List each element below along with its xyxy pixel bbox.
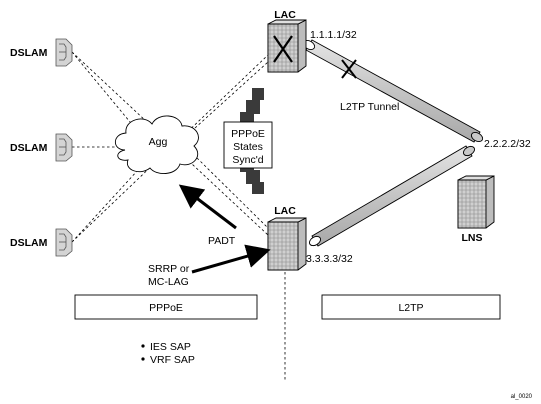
sync-block	[252, 88, 264, 100]
lns: LNS 2.2.2.2/32	[457, 138, 531, 244]
padt-arrow	[178, 184, 237, 230]
link-dslam-top-agg	[71, 51, 136, 129]
figure-id: al_0020	[511, 394, 533, 400]
tunnel-top	[302, 39, 484, 143]
pppoe-states-line3: Sync'd	[232, 154, 263, 166]
agg-label: Agg	[149, 136, 168, 148]
pppoe-sync-graphic	[223, 88, 273, 194]
lac-bottom-address: 3.3.3.3/32	[306, 253, 353, 265]
sync-block	[246, 100, 260, 114]
padt-label: PADT	[208, 235, 236, 247]
bullet-vrf: VRF SAP	[150, 354, 195, 366]
x-mark-icon	[273, 35, 293, 63]
link-agg-lac-bottom	[196, 157, 269, 229]
router-chassis-icon	[267, 217, 307, 271]
dslam-bottom: DSLAM	[10, 228, 73, 257]
lac-bottom: LAC 3.3.3.3/32	[267, 205, 353, 271]
cloud-icon	[114, 115, 199, 174]
dslam-mid-label: DSLAM	[10, 142, 48, 154]
link-agg-lac-top	[194, 61, 269, 129]
l2tp-box: L2TP	[321, 294, 501, 320]
pppoe-states-line1: PPPoE	[231, 128, 265, 140]
lns-address: 2.2.2.2/32	[484, 138, 531, 150]
dslam-bottom-label: DSLAM	[10, 237, 48, 249]
link-dslam-bottom-agg	[71, 169, 139, 243]
tunnel-label: L2TP Tunnel	[340, 101, 399, 113]
dslam-mid: DSLAM	[10, 133, 73, 162]
srrp-line2: MC-LAG	[148, 276, 189, 288]
lac-top-label: LAC	[274, 9, 296, 21]
bullet-dot	[141, 344, 145, 348]
router-chassis-icon	[267, 19, 307, 73]
pppoe-states-box	[223, 121, 273, 169]
lac-top-address: 1.1.1.1/32	[310, 29, 357, 41]
dslam-icon	[55, 228, 73, 257]
lac-top: LAC 1.1.1.1/32	[267, 9, 357, 73]
dslam-icon	[55, 133, 73, 162]
dslam-top: DSLAM	[10, 38, 73, 67]
tunnel-bottom	[309, 145, 475, 247]
lac-bottom-label: LAC	[274, 205, 296, 217]
bullet-ies: IES SAP	[150, 341, 191, 353]
pppoe-states-line2: States	[233, 141, 263, 153]
dslam-icon	[55, 38, 73, 67]
l2tp-box-label: L2TP	[398, 302, 423, 314]
router-chassis-icon	[457, 175, 495, 229]
agg-cloud: Agg	[114, 115, 199, 174]
sync-block	[246, 170, 260, 184]
pppoe-box: PPPoE	[74, 294, 258, 320]
srrp-line1: SRRP or	[148, 263, 190, 275]
srrp-arrow	[191, 244, 271, 274]
bullet-dot	[141, 357, 145, 361]
sync-block	[252, 182, 264, 194]
dslam-top-label: DSLAM	[10, 47, 48, 59]
lns-label: LNS	[462, 232, 483, 244]
x-mark-icon	[341, 59, 357, 79]
pppoe-box-label: PPPoE	[149, 302, 183, 314]
